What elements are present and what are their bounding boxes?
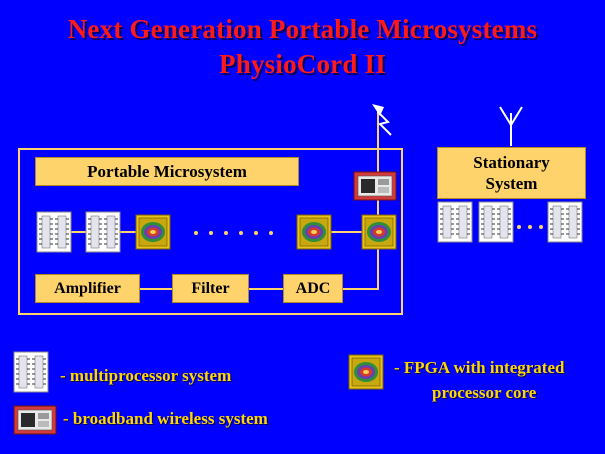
legend-fpga-text-2: processor core <box>432 383 537 402</box>
title-line-2: PhysioCord II <box>219 49 386 79</box>
stationary-line-1: Stationary <box>473 153 550 172</box>
stationary-line-2: System <box>485 174 538 193</box>
multiprocessor-chip-icon <box>547 201 583 243</box>
multiprocessor-chip-icon <box>478 201 514 243</box>
fpga-core-icon <box>135 214 171 250</box>
legend-fpga-icon <box>348 354 384 390</box>
legend-fpga-text-1: - FPGA with integrated <box>394 358 565 377</box>
portable-microsystem-label: Portable Microsystem <box>35 157 299 186</box>
multiprocessor-chip-icon <box>437 201 473 243</box>
wireless-module-icon <box>353 171 397 201</box>
fpga-core-icon <box>296 214 332 250</box>
antenna-icon <box>499 106 523 146</box>
title-line-1: Next Generation Portable Microsystems <box>67 14 538 44</box>
multiprocessor-chip-icon <box>36 211 72 253</box>
multiprocessor-chip-icon <box>85 211 121 253</box>
stationary-system-box: Stationary System <box>437 147 586 199</box>
filter-box: Filter <box>172 274 249 303</box>
legend-multiprocessor-icon <box>13 351 49 393</box>
legend-multiprocessor-text: - multiprocessor system <box>60 366 232 385</box>
legend-wireless-icon <box>13 405 57 435</box>
legend-wireless-text: - broadband wireless system <box>63 409 268 428</box>
amplifier-box: Amplifier <box>35 274 140 303</box>
adc-box: ADC <box>283 274 343 303</box>
fpga-core-icon <box>361 214 397 250</box>
